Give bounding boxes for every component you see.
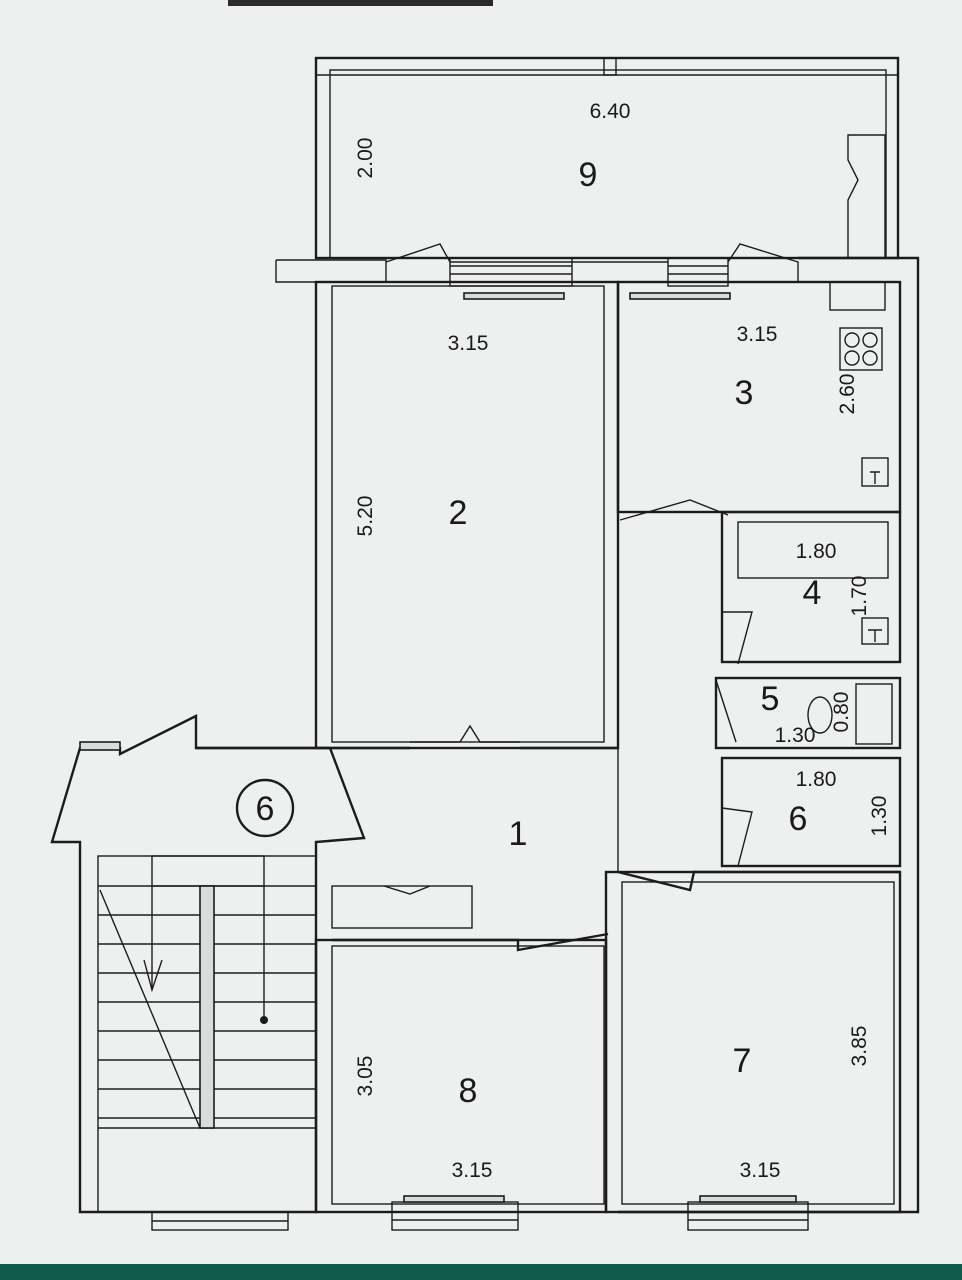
- dimension-3-width: 3.15: [737, 323, 778, 346]
- room-2-walls: [314, 257, 620, 750]
- dimension-2-depth: 5.20: [354, 496, 377, 537]
- dimension-5-depth: 0.80: [830, 692, 853, 733]
- dimension-9-width: 6.40: [590, 100, 631, 123]
- stairwell: [50, 714, 366, 1231]
- dimension-6-width: 1.80: [796, 768, 837, 791]
- room-label-3: 3: [735, 374, 754, 412]
- room-label-6: 6: [789, 800, 808, 838]
- dimension-4-depth: 1.70: [848, 576, 871, 617]
- dimension-8-depth: 3.05: [354, 1056, 377, 1097]
- room-label-4: 4: [803, 574, 822, 612]
- dimension-7-depth: 3.85: [848, 1026, 871, 1067]
- room-4-walls: [720, 510, 902, 665]
- room-6-walls: [720, 756, 902, 868]
- room-label-5: 5: [761, 680, 780, 718]
- dimension-2-width: 3.15: [448, 332, 489, 355]
- room-5-walls: [714, 676, 902, 750]
- room-7-walls: [604, 870, 902, 1231]
- room-label-8: 8: [459, 1072, 478, 1110]
- room-label-9: 9: [579, 156, 598, 194]
- dimension-7-width: 3.15: [740, 1159, 781, 1182]
- dimension-3-depth: 2.60: [836, 374, 859, 415]
- room-label-1: 1: [509, 815, 528, 853]
- dimension-6-depth: 1.30: [868, 796, 891, 837]
- room-label-7: 7: [733, 1042, 752, 1080]
- dimension-4-width: 1.80: [796, 540, 837, 563]
- dimension-8-width: 3.15: [452, 1159, 493, 1182]
- room-label-2: 2: [449, 494, 468, 532]
- stair-number-circle: [235, 778, 295, 838]
- dimension-9-depth: 2.00: [354, 138, 377, 179]
- balcony-walls: [314, 56, 900, 260]
- dimension-5-width: 1.30: [775, 724, 816, 747]
- stair-number-label: 6: [256, 790, 275, 828]
